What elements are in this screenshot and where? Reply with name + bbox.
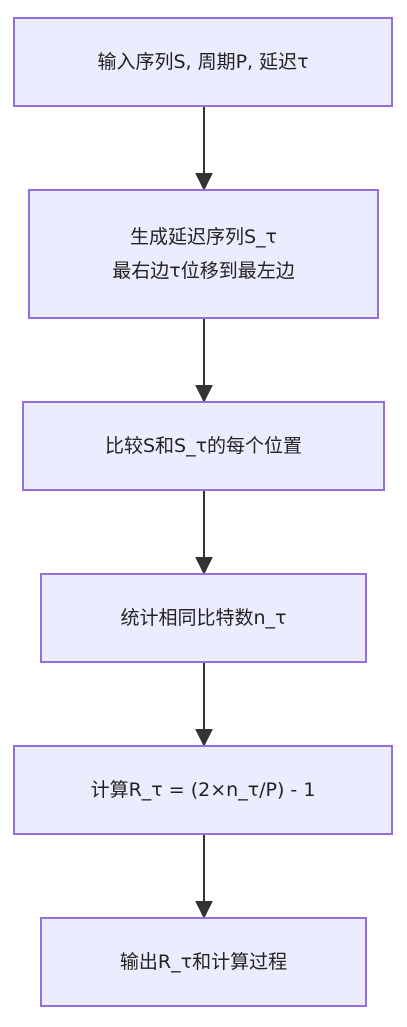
compute-step-node: 计算R_τ = (2×n_τ/P) - 1	[13, 745, 393, 835]
compare-step-label: 比较S和S_τ的每个位置	[104, 435, 303, 457]
input-step-label: 输入序列S, 周期P, 延迟τ	[97, 51, 309, 73]
count-step-label: 统计相同比特数n_τ	[120, 607, 287, 629]
shift-step-node: 生成延迟序列S_τ 最右边τ位移到最左边	[28, 189, 379, 319]
output-step-node: 输出R_τ和计算过程	[40, 917, 367, 1007]
compare-step-node: 比较S和S_τ的每个位置	[22, 401, 385, 491]
input-step-node: 输入序列S, 周期P, 延迟τ	[13, 17, 393, 107]
shift-step-label-line2: 最右边τ位移到最左边	[112, 260, 295, 282]
compute-step-label: 计算R_τ = (2×n_τ/P) - 1	[90, 779, 316, 801]
output-step-label: 输出R_τ和计算过程	[119, 951, 288, 973]
shift-step-label-line1: 生成延迟序列S_τ	[129, 226, 277, 248]
count-step-node: 统计相同比特数n_τ	[40, 573, 367, 663]
